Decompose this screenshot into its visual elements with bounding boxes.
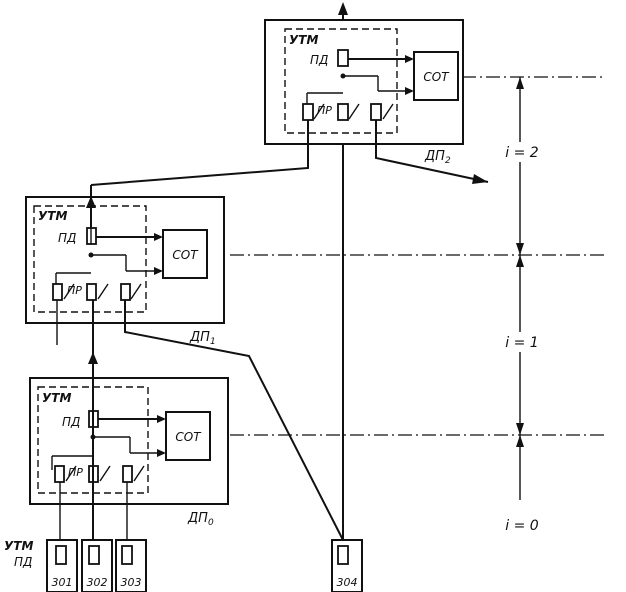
dp2-pd-label: ПД — [310, 53, 328, 67]
dp2-sot-box — [413, 51, 459, 101]
dp1-sot-label: СОТ — [172, 248, 199, 262]
interval-arrow — [516, 423, 524, 435]
interval-arrow — [516, 77, 524, 89]
dp2-utm-frame — [284, 28, 398, 134]
dp1-pr-sensor — [52, 283, 63, 301]
dp1-sensor-mid — [86, 283, 97, 301]
bottom-pd-label: ПД — [14, 555, 32, 569]
interval-arrow — [516, 243, 524, 255]
dp2-utm-label: УТМ — [289, 33, 318, 47]
dp2-label: ДП2 — [424, 149, 451, 166]
flow-dp1-to-304 — [124, 300, 344, 541]
interval-label-0: i = 0 — [505, 518, 539, 534]
dp0-sensor-right — [122, 465, 133, 483]
dp2-sensor-right — [370, 103, 382, 121]
dp0-pr-label: ПР — [68, 466, 83, 479]
dp0-label: ДП0 — [187, 511, 214, 528]
interval-arrow — [516, 435, 524, 447]
dp1-pr-label: ПР — [67, 284, 82, 297]
sensor-label-303: 303 — [121, 576, 142, 589]
dp1-label: ДП1 — [189, 330, 216, 347]
sensor-label-301: 301 — [52, 576, 73, 589]
dp2-sot-label: СОТ — [423, 70, 450, 84]
top-output-arrow — [338, 2, 348, 15]
interval-label-1: i = 1 — [505, 335, 538, 351]
dp0-sot-box — [165, 411, 211, 461]
dp0-utm-label: УТМ — [42, 391, 71, 405]
dp2-pr-label: ПР — [317, 104, 332, 117]
dp1-sot-box — [162, 229, 208, 279]
interval-arrow — [516, 255, 524, 267]
sensor-label-304: 304 — [337, 576, 358, 589]
interval-label-2: i = 2 — [505, 145, 539, 161]
dp2-pd-sensor — [337, 49, 349, 67]
dp1-utm-label: УТМ — [38, 209, 67, 223]
dp1-pd-label: ПД — [58, 231, 76, 245]
dp0-sot-label: СОТ — [175, 430, 202, 444]
dp2-sensor-mid — [337, 103, 349, 121]
bottom-utm-label: УТМ — [4, 539, 33, 553]
dp2-pr-sensor — [302, 103, 314, 121]
dp0-pr-sensor — [54, 465, 65, 483]
flow-dp1-to-dp2 — [90, 120, 309, 186]
flow-dp2-exit — [375, 120, 489, 183]
dp0-pd-label: ПД — [62, 415, 80, 429]
dp1-sensor-right — [120, 283, 131, 301]
sensor-label-302: 302 — [87, 576, 108, 589]
